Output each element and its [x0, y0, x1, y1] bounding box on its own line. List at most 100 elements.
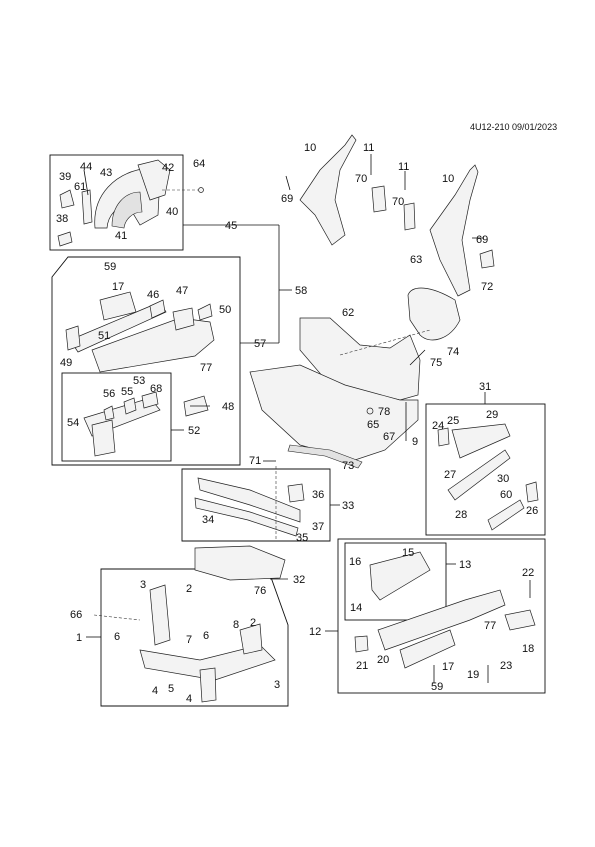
callout-29: 29	[486, 409, 498, 421]
callout-47: 47	[176, 285, 188, 297]
callout-67: 67	[383, 431, 395, 443]
callout-39: 39	[59, 171, 71, 183]
front-frame-post	[149, 584, 171, 646]
callout-78: 78	[378, 406, 390, 418]
rail-bracket-d	[197, 303, 213, 321]
pillar-left	[299, 134, 357, 246]
callout-31: 31	[479, 381, 491, 393]
callout-43: 43	[100, 167, 112, 179]
callout-2: 2	[250, 617, 256, 629]
drawing-reference: 4U12-210 09/01/2023	[470, 122, 558, 132]
rail-end-cap	[65, 325, 81, 351]
box-front-rails	[51, 256, 241, 466]
callout-38: 38	[56, 213, 68, 225]
callout-17: 17	[442, 661, 454, 673]
rear-rail-upper	[451, 423, 511, 459]
callout-3: 3	[140, 579, 146, 591]
dashed-leaders	[93, 189, 431, 621]
leader-lines	[83, 154, 531, 683]
floor-rail-b	[377, 589, 506, 651]
callout-8: 8	[233, 619, 239, 631]
callout-19: 19	[467, 669, 479, 681]
callout-10: 10	[304, 142, 316, 154]
cowl-panel	[249, 364, 419, 461]
callout-50: 50	[219, 304, 231, 316]
pillar-bracket-r	[403, 202, 416, 231]
callout-65: 65	[367, 419, 379, 431]
callout-6: 6	[114, 631, 120, 643]
callout-44: 44	[80, 161, 92, 173]
callout-48: 48	[222, 401, 234, 413]
callout-36: 36	[312, 489, 324, 501]
callout-26: 26	[526, 505, 538, 517]
callout-28: 28	[455, 509, 467, 521]
rail-bracket-b	[149, 299, 166, 319]
box-rear-rail	[425, 403, 546, 536]
callout-16: 16	[349, 556, 361, 568]
callout-30: 30	[497, 473, 509, 485]
floor-rail-c	[399, 629, 456, 669]
callout-53: 53	[133, 375, 145, 387]
wheelhouse-gusset	[59, 189, 75, 209]
callout-3: 3	[274, 679, 280, 691]
callout-59: 59	[104, 261, 116, 273]
callout-52: 52	[188, 425, 200, 437]
callout-15: 15	[402, 547, 414, 559]
callout-54: 54	[67, 417, 79, 429]
callout-34: 34	[202, 514, 214, 526]
sub-rail-plate	[91, 419, 116, 457]
sub-rail-clip-b	[123, 397, 137, 415]
pillar-right	[429, 164, 479, 297]
callout-61: 61	[74, 181, 86, 193]
box-crossmember	[181, 468, 331, 542]
dash-ring	[407, 287, 461, 341]
callout-33: 33	[342, 500, 354, 512]
rail-upper	[69, 301, 167, 353]
callout-77: 77	[200, 362, 212, 374]
callout-57: 57	[254, 338, 266, 350]
callout-37: 37	[312, 521, 324, 533]
wheelhouse-clip	[57, 231, 73, 247]
floor-rail-d	[504, 609, 536, 631]
callout-12: 12	[309, 626, 321, 638]
box-floor-rails	[337, 538, 546, 694]
callout-2: 2	[186, 583, 192, 595]
callout-69: 69	[281, 193, 293, 205]
floor-clip	[354, 635, 369, 653]
callout-11: 11	[363, 142, 374, 154]
callout-1: 1	[76, 632, 82, 644]
callout-35: 35	[296, 532, 308, 544]
callout-32: 32	[293, 574, 305, 586]
callout-5: 5	[168, 683, 174, 695]
callout-42: 42	[162, 162, 174, 174]
callout-4: 4	[186, 693, 192, 705]
front-frame-lower	[139, 644, 276, 681]
callout-17: 17	[112, 281, 124, 293]
rear-rail-bracket	[437, 427, 450, 447]
callout-23: 23	[500, 660, 512, 672]
rear-rail-lower	[447, 449, 511, 501]
callout-69: 69	[476, 234, 488, 246]
callout-70: 70	[392, 196, 404, 208]
callout-9: 9	[412, 436, 418, 448]
callout-64: 64	[193, 158, 205, 170]
rear-rail-clip	[525, 481, 539, 503]
callout-75: 75	[430, 357, 442, 369]
cowl-grommet	[366, 407, 374, 415]
callout-60: 60	[500, 489, 512, 501]
front-frame-top	[194, 545, 286, 581]
callout-71: 71	[249, 455, 261, 467]
callout-14: 14	[350, 602, 362, 614]
callout-20: 20	[377, 654, 389, 666]
callout-45: 45	[225, 220, 237, 232]
wheelhouse-strut	[81, 189, 93, 225]
callout-76: 76	[254, 585, 266, 597]
callout-6: 6	[203, 630, 209, 642]
callout-74: 74	[447, 346, 459, 358]
crossmember-bracket	[287, 483, 305, 503]
crossmember-lower	[194, 497, 299, 537]
callout-66: 66	[70, 609, 82, 621]
callout-22: 22	[522, 567, 534, 579]
